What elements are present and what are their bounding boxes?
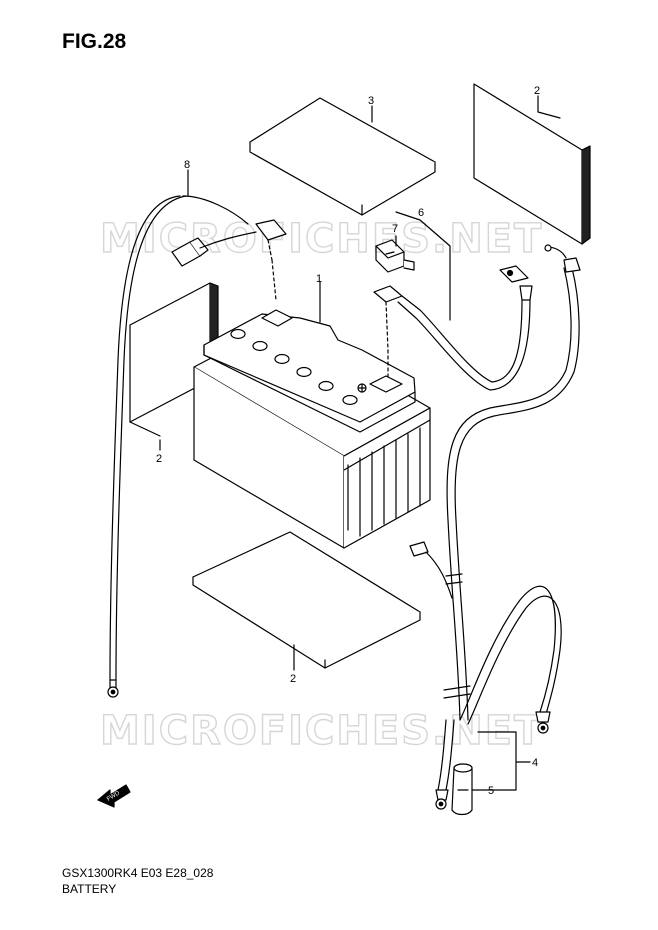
callout-8: 8 <box>184 159 190 171</box>
leader-6 <box>395 211 451 321</box>
watermark-upper: MICROFICHES.NET <box>100 216 543 262</box>
callout-7: 7 <box>392 223 398 235</box>
callout-3: 3 <box>368 95 374 107</box>
leader-2-top <box>537 95 561 119</box>
figure-caption: BATTERY <box>62 882 117 896</box>
cover-pad <box>249 97 436 216</box>
watermark-lower: MICROFICHES.NET <box>100 708 543 754</box>
callout-6: 6 <box>418 207 424 219</box>
callout-1: 1 <box>316 273 322 285</box>
cable-assy <box>409 244 581 810</box>
leader-4 <box>477 731 517 791</box>
callout-2-left: 2 <box>156 453 162 465</box>
callout-2-bottom: 2 <box>290 673 296 685</box>
model-code: GSX1300RK4 E03 E28_028 <box>62 866 214 880</box>
callout-2-top: 2 <box>534 85 540 97</box>
front-arrow-icon <box>97 784 131 808</box>
pad-right-top <box>473 83 591 245</box>
callout-5: 5 <box>488 785 494 797</box>
minus-lead <box>107 195 287 698</box>
plus-lead <box>373 239 533 391</box>
battery <box>193 309 431 549</box>
terminal-cap <box>451 763 473 816</box>
callout-4: 4 <box>532 757 538 769</box>
figure-title: FIG.28 <box>62 30 127 53</box>
pad-bottom <box>192 531 421 669</box>
